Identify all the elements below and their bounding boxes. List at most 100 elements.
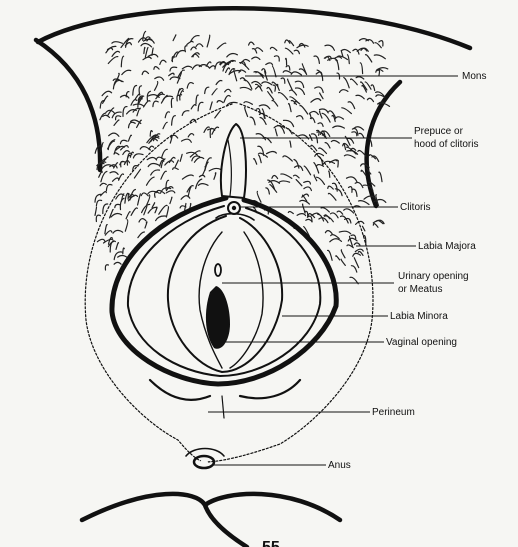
hair-stroke [106, 184, 112, 190]
hair-stroke [288, 211, 293, 213]
hair-stroke [366, 55, 372, 62]
label-labia-majora: Labia Majora [418, 241, 476, 252]
hair-stroke [114, 262, 121, 264]
hair-stroke [121, 56, 123, 67]
hair-stroke [342, 49, 351, 52]
hair-stroke [139, 86, 141, 93]
hair-stroke [347, 177, 357, 182]
hair-stroke [262, 69, 266, 73]
hair-stroke [226, 68, 230, 73]
hair-stroke [342, 108, 352, 114]
hair-stroke [155, 82, 158, 91]
hair-stroke [320, 111, 322, 118]
hair-stroke [180, 94, 182, 100]
hair-stroke [103, 96, 108, 103]
hair-stroke [312, 213, 320, 215]
hair-stroke [288, 79, 293, 90]
hair-stroke [166, 191, 175, 193]
hair-stroke [331, 235, 340, 239]
hair-stroke [262, 82, 272, 85]
hair-stroke [117, 73, 119, 79]
hair-stroke [321, 208, 329, 212]
hair-stroke [300, 106, 308, 114]
hair-stroke [325, 231, 332, 234]
hair-stroke [340, 90, 348, 93]
hair-stroke [159, 205, 167, 214]
hair-stroke [138, 232, 145, 238]
hair-stroke [317, 130, 319, 135]
hair-stroke [217, 101, 223, 103]
prepuce-shape [221, 124, 246, 198]
hair-stroke [360, 63, 362, 74]
hair-stroke [103, 115, 110, 117]
hair-stroke [102, 165, 114, 169]
hair-stroke [155, 77, 164, 80]
hair-stroke [339, 231, 350, 234]
hair-stroke [144, 101, 150, 107]
hair-stroke [187, 83, 193, 89]
hair-stroke [145, 48, 148, 58]
hair-stroke [115, 204, 121, 207]
hair-stroke [154, 67, 159, 70]
hair-stroke [101, 192, 107, 196]
hair-stroke [254, 159, 257, 165]
hair-stroke [336, 256, 340, 260]
hair-stroke [289, 104, 292, 112]
hair-stroke [352, 189, 357, 196]
hair-stroke [212, 89, 217, 95]
hair-stroke [311, 99, 321, 103]
hair-stroke [120, 198, 124, 209]
hair-stroke [210, 66, 215, 68]
hair-stroke [182, 175, 193, 179]
hair-stroke [105, 231, 112, 235]
hair-stroke [163, 122, 167, 128]
hair-stroke [356, 95, 364, 99]
hair-stroke [182, 111, 189, 116]
hair-stroke [334, 57, 341, 59]
hair-stroke [304, 187, 312, 191]
hair-stroke [286, 58, 287, 65]
hair-stroke [273, 67, 276, 77]
hair-stroke [103, 204, 108, 214]
hair-stroke [99, 171, 103, 177]
hair-stroke [227, 54, 238, 57]
hair-stroke [129, 122, 136, 128]
hair-stroke [196, 95, 198, 104]
hair-stroke [349, 187, 353, 193]
hair-stroke [112, 51, 120, 56]
label-clitoris: Clitoris [400, 202, 431, 213]
hair-stroke [328, 186, 334, 189]
hair-stroke [185, 46, 187, 52]
hair-stroke [367, 98, 373, 101]
hair-stroke [182, 66, 191, 69]
hair-stroke [170, 197, 172, 203]
label-mons: Mons [462, 71, 486, 82]
hair-stroke [210, 102, 212, 110]
label-urinary-line2: or Meatus [398, 284, 442, 295]
hair-stroke [113, 178, 120, 181]
hair-stroke [147, 177, 155, 185]
hair-stroke [310, 111, 319, 114]
hair-stroke [304, 181, 311, 184]
hair-stroke [180, 154, 182, 161]
hair-stroke [123, 248, 125, 254]
hair-stroke [139, 219, 146, 222]
hair-stroke [331, 213, 339, 218]
hair-stroke [344, 144, 346, 150]
hair-stroke [379, 172, 382, 182]
hair-stroke [279, 93, 288, 100]
hair-stroke [320, 109, 329, 113]
hair-stroke [97, 239, 105, 241]
hair-stroke [196, 44, 203, 47]
hair-stroke [290, 90, 297, 95]
hair-stroke [317, 177, 325, 184]
hair-stroke [348, 102, 355, 109]
hair-stroke [153, 101, 158, 106]
hair-stroke [337, 211, 343, 214]
hair-stroke [126, 212, 130, 219]
hair-stroke [216, 80, 222, 84]
hair-stroke [333, 183, 338, 191]
hair-stroke [306, 219, 312, 221]
hair-stroke [297, 214, 306, 216]
hair-stroke [272, 175, 278, 178]
